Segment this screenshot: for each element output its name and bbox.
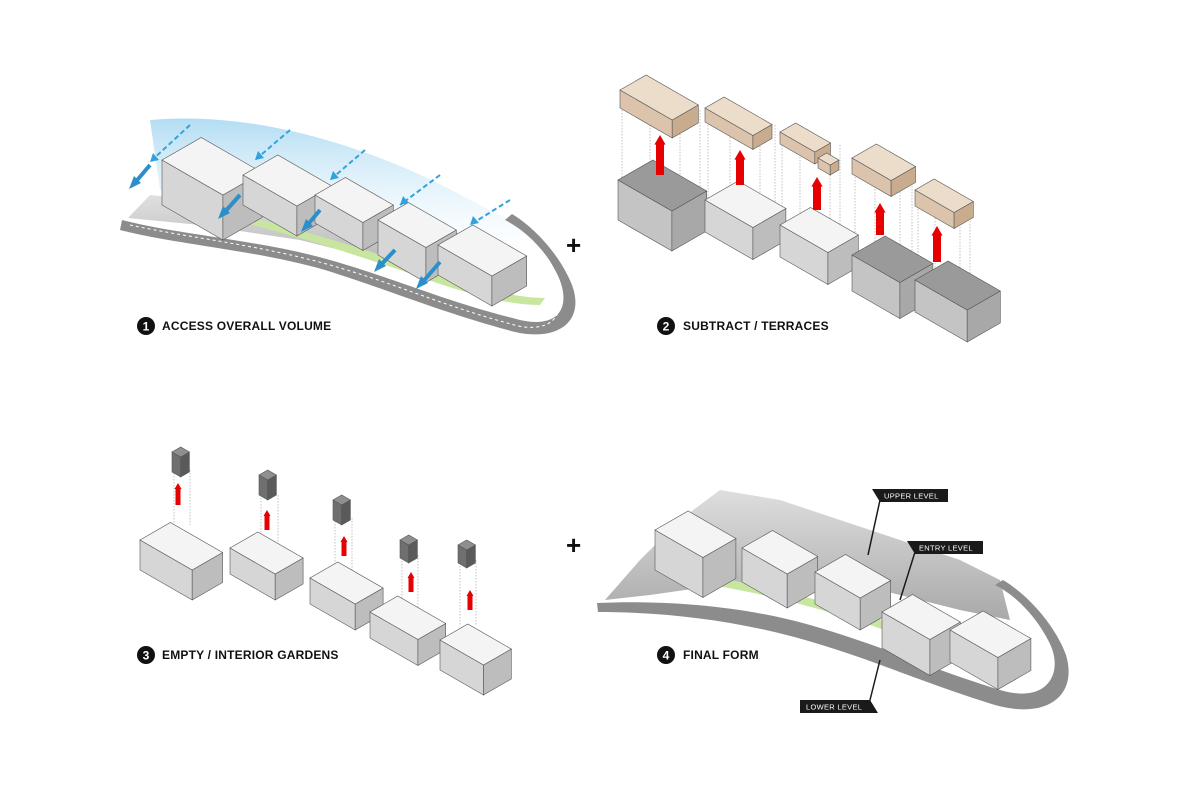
panel-1-wind-arrows xyxy=(129,124,511,289)
plus-operator-1: + xyxy=(566,230,581,260)
panel-3-projection-lines xyxy=(173,470,477,625)
lift-arrow xyxy=(654,135,666,175)
svg-text:4: 4 xyxy=(663,649,670,663)
wind-arrow-head xyxy=(330,171,339,180)
subtracted-volume xyxy=(704,96,773,151)
panel-3-lift-arrows xyxy=(174,483,474,610)
courtyard-volume xyxy=(399,534,419,564)
road-curve xyxy=(120,214,576,335)
step-number-badge-3 xyxy=(137,646,155,664)
step-label-2: 2 SUBTRACT / TERRACES xyxy=(657,317,829,335)
callout-lower-label: LOWER LEVEL xyxy=(806,703,862,712)
lift-arrow xyxy=(174,483,182,505)
wind-arrow xyxy=(149,124,191,163)
massing-volume xyxy=(229,531,304,601)
base-volume xyxy=(914,260,1001,343)
massing-volume xyxy=(369,595,447,667)
step-label-1: 1 ACCESS OVERALL VOLUME xyxy=(137,317,331,335)
lift-arrow xyxy=(407,572,415,592)
lift-arrow xyxy=(734,150,746,185)
svg-text:3: 3 xyxy=(143,649,150,663)
lift-arrow xyxy=(466,590,474,610)
lift-arrow xyxy=(263,510,271,530)
svg-text:1: 1 xyxy=(143,320,150,334)
callout-lower-level: LOWER LEVEL xyxy=(800,700,878,713)
callout-entry-label: ENTRY LEVEL xyxy=(919,544,973,553)
subtracted-volume xyxy=(779,122,832,165)
final-volume xyxy=(741,530,819,609)
courtyard-volume xyxy=(258,469,278,501)
road-curve-final xyxy=(597,580,1069,710)
courtyard-volume xyxy=(457,539,477,569)
projection-lines xyxy=(173,470,191,525)
wind-arrow-solid-head xyxy=(416,276,428,289)
wind-arrow-solid-head xyxy=(301,219,313,232)
panel-3-volumes xyxy=(139,446,512,696)
base-volume xyxy=(704,180,787,261)
wind-arrow-solid-head xyxy=(218,206,230,219)
step-number-badge-2 xyxy=(657,317,675,335)
base-volume xyxy=(779,207,859,286)
projection-lines xyxy=(260,495,279,545)
callout-upper-label: UPPER LEVEL xyxy=(884,492,939,501)
step-title-3: EMPTY / INTERIOR GARDENS xyxy=(162,648,339,662)
massing-volume xyxy=(309,561,384,631)
projection-lines xyxy=(334,518,353,570)
panel-2-lift-arrows xyxy=(654,135,943,262)
massing-volume xyxy=(139,522,224,601)
wind-arrow-solid-head xyxy=(374,259,386,272)
step-label-4: 4 FINAL FORM xyxy=(657,646,759,664)
callout-entry-level: ENTRY LEVEL xyxy=(907,541,983,554)
plus-operator-2: + xyxy=(566,530,581,560)
wind-arrow-head xyxy=(470,216,479,225)
lift-arrow xyxy=(931,226,943,262)
massing-volume xyxy=(439,623,512,696)
courtyard-volume xyxy=(171,446,191,478)
callout-upper-level: UPPER LEVEL xyxy=(872,489,948,502)
step-title-1: ACCESS OVERALL VOLUME xyxy=(162,319,331,333)
step-title-2: SUBTRACT / TERRACES xyxy=(683,319,829,333)
wind-arrow-head xyxy=(150,153,159,162)
step-title-4: FINAL FORM xyxy=(683,648,759,662)
panel-2-volumes xyxy=(617,74,1001,343)
final-volume xyxy=(654,510,737,599)
step-number-badge-1 xyxy=(137,317,155,335)
wind-arrow-solid-head xyxy=(129,176,141,189)
volume-block xyxy=(437,224,528,307)
lift-arrow xyxy=(340,536,348,556)
subtracted-volume xyxy=(817,152,840,176)
svg-text:2: 2 xyxy=(663,320,670,334)
wind-arrow-head xyxy=(400,196,409,205)
projection-lines xyxy=(459,560,477,625)
final-volume xyxy=(949,610,1032,691)
lift-arrow xyxy=(874,203,886,235)
panel-4-volumes xyxy=(654,510,1032,691)
wind-arrow-head xyxy=(255,151,264,160)
step-label-3: 3 EMPTY / INTERIOR GARDENS xyxy=(137,646,339,664)
wind-arrow xyxy=(399,174,441,206)
base-volume xyxy=(617,159,708,252)
courtyard-volume xyxy=(332,494,352,526)
lift-arrow xyxy=(811,177,823,210)
subtracted-volume xyxy=(619,74,699,139)
subtracted-volume xyxy=(914,178,974,230)
panel-1-volumes xyxy=(161,137,528,307)
subtracted-volume xyxy=(851,143,917,198)
step-number-badge-4 xyxy=(657,646,675,664)
